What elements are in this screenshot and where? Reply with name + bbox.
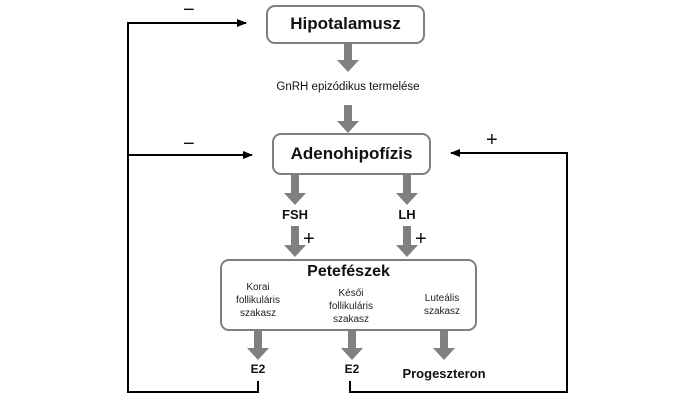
feedback-line-e2-early bbox=[127, 19, 259, 393]
phase-late-line-3: szakasz bbox=[332, 314, 370, 325]
arrow-hypothalamus-gnrh bbox=[337, 44, 359, 72]
phase-luteal-line-2: szakasz bbox=[423, 306, 461, 317]
arrow-ovary-e2-late bbox=[341, 330, 363, 360]
arrow-pituitary-fsh bbox=[284, 174, 306, 205]
feedback-line-e2-late bbox=[349, 149, 568, 393]
arrow-pituitary-lh bbox=[396, 174, 418, 205]
hypothalamus-box: Hipotalamusz bbox=[266, 5, 425, 44]
ovary-box: Petefészek Korai follikuláris szakasz Ké… bbox=[220, 259, 477, 331]
lh-positive-sign: + bbox=[415, 228, 427, 250]
ovary-label: Petefészek bbox=[307, 263, 390, 280]
arrow-ovary-e2-early bbox=[247, 330, 269, 360]
positive-sign-pituitary: + bbox=[486, 129, 498, 151]
e2-late-label: E2 bbox=[344, 362, 360, 376]
negative-sign-pituitary: − bbox=[183, 133, 195, 155]
phase-early-line-2: follikuláris bbox=[236, 295, 280, 306]
arrow-lh-ovary bbox=[396, 226, 418, 257]
e2-early-label: E2 bbox=[250, 362, 266, 376]
phase-late-follicular: Késői follikuláris szakasz bbox=[315, 287, 387, 326]
hypothalamus-label: Hipotalamusz bbox=[290, 14, 401, 33]
phase-luteal: Luteális szakasz bbox=[407, 292, 477, 318]
phase-early-line-3: szakasz bbox=[239, 308, 277, 319]
progesterone-label: Progeszteron bbox=[402, 366, 486, 381]
phase-late-line-2: follikuláris bbox=[329, 301, 373, 312]
lh-label: LH bbox=[398, 207, 416, 222]
phase-late-line-1: Késői bbox=[338, 288, 364, 299]
phase-early-line-1: Korai bbox=[246, 282, 270, 293]
arrow-fsh-ovary bbox=[284, 226, 306, 257]
negative-sign-hypothalamus: − bbox=[183, 0, 195, 21]
phase-early-follicular: Korai follikuláris szakasz bbox=[222, 281, 294, 320]
fsh-positive-sign: + bbox=[303, 228, 315, 250]
arrow-gnrh-pituitary bbox=[337, 105, 359, 133]
arrow-ovary-progesterone bbox=[433, 330, 455, 360]
pituitary-box: Adenohipofízis bbox=[272, 133, 431, 175]
phase-luteal-line-1: Luteális bbox=[424, 293, 460, 304]
pituitary-label: Adenohipofízis bbox=[290, 144, 413, 163]
fsh-label: FSH bbox=[282, 207, 308, 222]
gnrh-label: GnRH epizódikus termelése bbox=[276, 81, 420, 93]
